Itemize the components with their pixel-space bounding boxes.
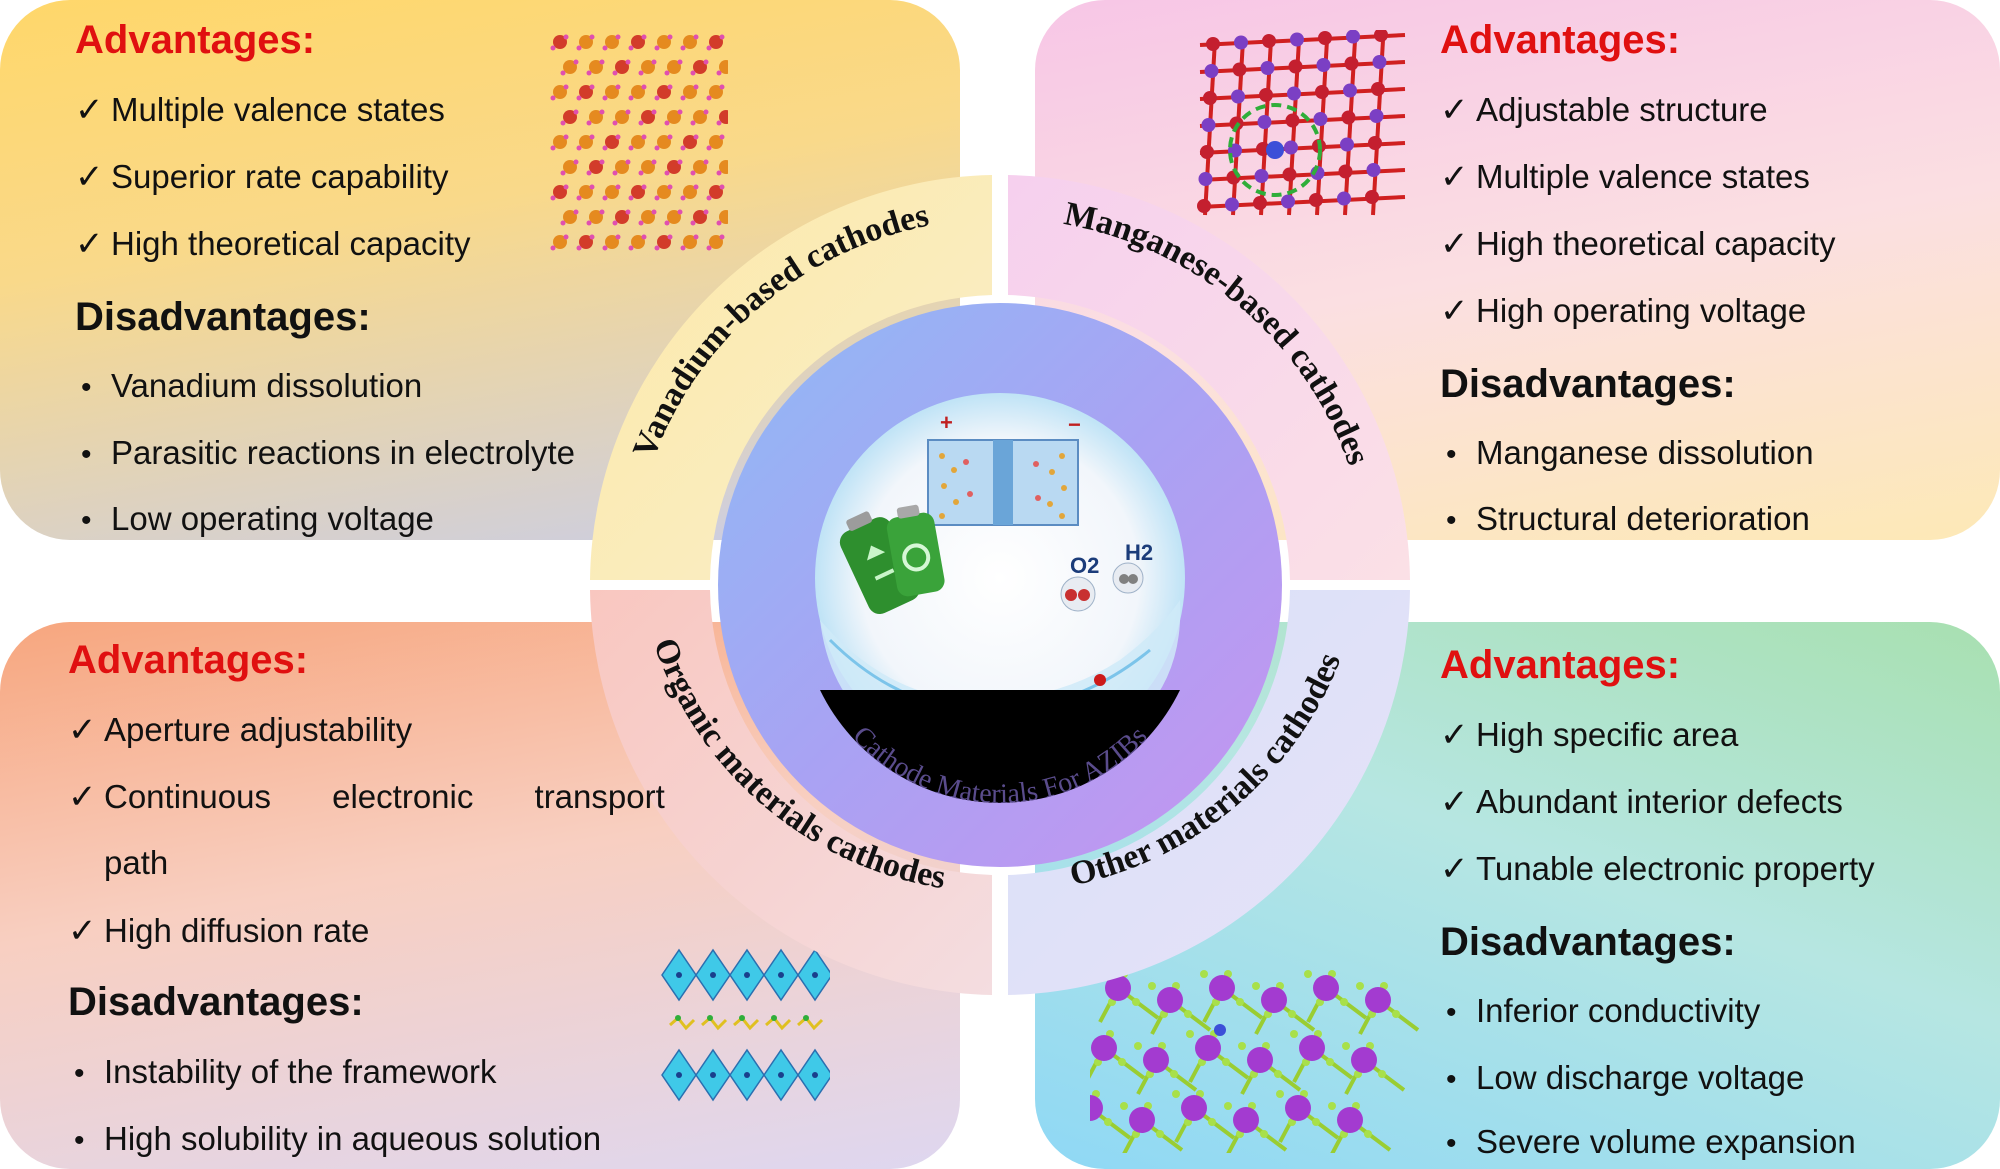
organic-adv-item: ✓Continuous electronic transport: [68, 778, 665, 816]
manganese-dis-item: •Structural deterioration: [1446, 500, 1810, 537]
vanadium-dis-item: •Vanadium dissolution: [81, 367, 423, 404]
vanadium-dis-item: •Low operating voltage: [81, 500, 434, 537]
ring-quadrant-manganese: [1008, 175, 1410, 580]
vanadium-advantages-heading: Advantages:: [75, 18, 316, 62]
battery-plus: +: [940, 410, 953, 435]
gas-bubbles-icon: O2 H2: [1060, 540, 1153, 612]
organic-adv-item: ✓High diffusion rate: [68, 912, 370, 950]
vanadium-adv-item: ✓Superior rate capability: [75, 158, 449, 196]
organic-adv-item: ✓Aperture adjustability: [68, 711, 413, 749]
vanadium-adv-item: ✓Multiple valence states: [75, 91, 445, 129]
vanadium-adv-item: ✓High theoretical capacity: [75, 225, 471, 263]
svg-text:H2: H2: [1125, 540, 1153, 565]
other-dis-item: •Severe volume expansion: [1446, 1123, 1856, 1160]
other-adv-item: ✓High specific area: [1440, 716, 1739, 754]
ring-quadrant-organic: [590, 590, 992, 995]
organic-dis-item: •High solubility in aqueous solution: [74, 1120, 602, 1157]
manganese-adv-item: ✓High operating voltage: [1440, 292, 1807, 330]
battery-cell-icon: + −: [927, 410, 1081, 526]
organic-dis-item: •Instability of the framework: [74, 1053, 497, 1090]
core-circle: [815, 393, 1185, 763]
ring-quadrant-vanadium: [590, 175, 992, 580]
organic-adv-item-wrap: path: [104, 844, 169, 881]
manganese-crystal-icon: [1197, 30, 1406, 216]
other-dis-item: •Inferior conductivity: [1446, 992, 1761, 1029]
manganese-disadvantages-heading: Disadvantages:: [1440, 362, 1736, 406]
organic-disadvantages-heading: Disadvantages:: [68, 980, 364, 1024]
other-dis-item: •Low discharge voltage: [1446, 1059, 1805, 1096]
other-advantages-heading: Advantages:: [1440, 643, 1681, 687]
other-crystal-icon: [1090, 970, 1420, 1153]
other-adv-item: ✓Tunable electronic property: [1440, 850, 1875, 888]
manganese-advantages-heading: Advantages:: [1440, 18, 1681, 62]
manganese-adv-item: ✓Multiple valence states: [1440, 158, 1810, 196]
vanadium-crystal-icon: [550, 34, 728, 251]
vanadium-dis-item: •Parasitic reactions in electrolyte: [81, 434, 576, 471]
other-disadvantages-heading: Disadvantages:: [1440, 920, 1736, 964]
other-adv-item: ✓Abundant interior defects: [1440, 783, 1843, 821]
manganese-adv-item: ✓High theoretical capacity: [1440, 225, 1836, 263]
manganese-dis-item: •Manganese dissolution: [1446, 434, 1814, 471]
manganese-adv-item: ✓Adjustable structure: [1440, 91, 1768, 129]
organic-advantages-heading: Advantages:: [68, 638, 309, 682]
vanadium-disadvantages-heading: Disadvantages:: [75, 295, 371, 339]
svg-text:O2: O2: [1070, 553, 1099, 578]
green-battery-icon: [839, 504, 945, 615]
organic-framework-icon: [661, 948, 830, 1102]
ring-quadrant-other: [1008, 590, 1410, 995]
battery-minus: −: [1068, 412, 1081, 437]
